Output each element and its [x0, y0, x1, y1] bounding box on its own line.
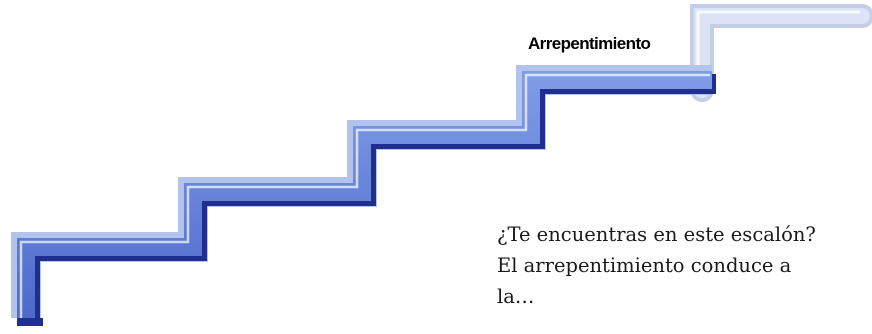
caption-line: la…	[497, 285, 535, 308]
caption-text: ¿Te encuentras en este escalón? El arrep…	[497, 219, 869, 312]
caption-line: ¿Te encuentras en este escalón?	[497, 223, 816, 246]
step-label-arrepentimiento: Arrepentimiento	[528, 34, 651, 53]
caption-line: El arrepentimiento conduce a	[497, 254, 792, 277]
top-step	[690, 4, 872, 102]
main-staircase	[11, 65, 716, 326]
